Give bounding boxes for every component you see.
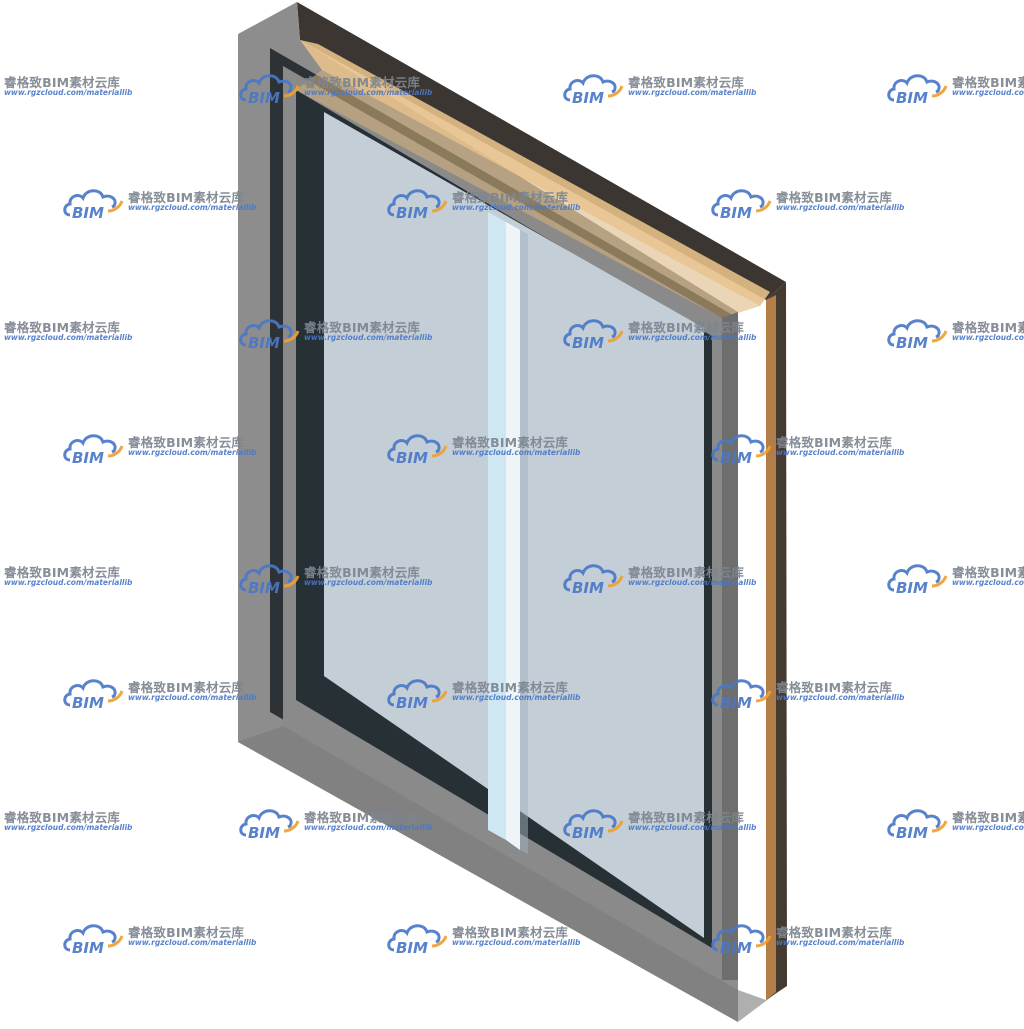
sill-bottom [238,726,786,1022]
glass-highlight-right [506,222,520,850]
glass-highlight-left [488,212,506,840]
wood-top-inner [296,70,760,318]
frame-side-top [297,2,786,300]
wood-top-edge [300,40,770,306]
sash-right-mullion [722,312,738,980]
frame-side-strip [766,295,776,1000]
glass-divider-shadow [520,230,528,854]
